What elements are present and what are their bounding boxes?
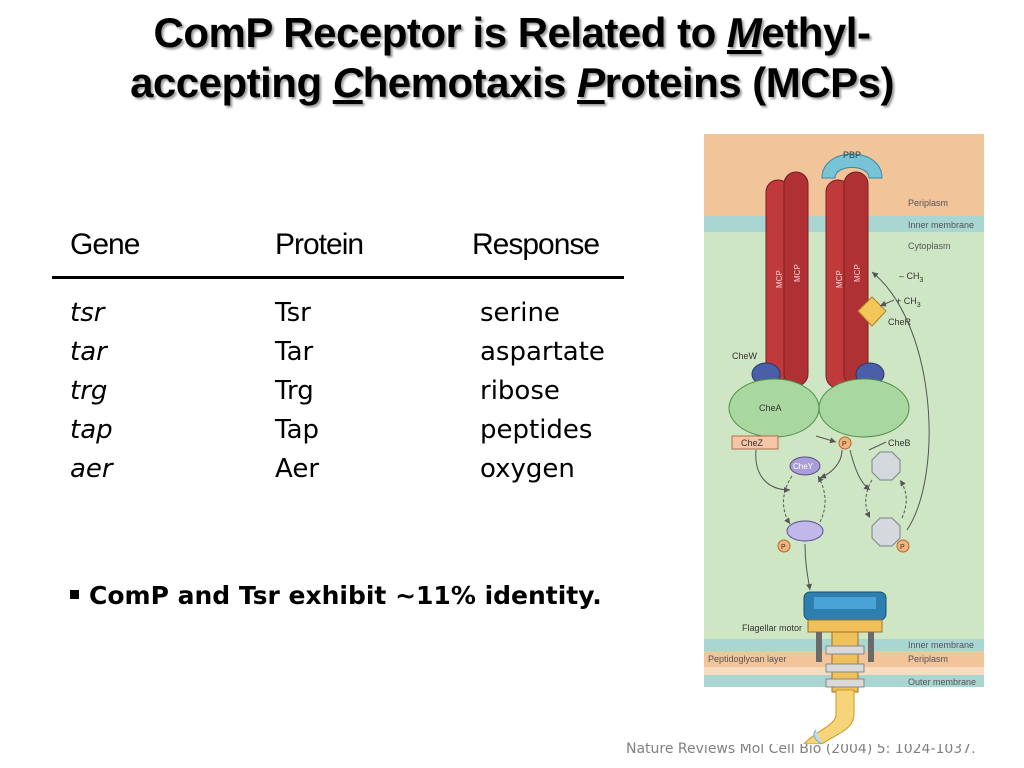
label-chez: CheZ [741, 438, 764, 448]
chey-protein [789, 456, 821, 476]
label-outer-membrane: Outer membrane [908, 677, 976, 687]
label-periplasm: Periplasm [908, 198, 948, 208]
table-header-rule [52, 276, 624, 279]
protein-cell: Trg [275, 376, 314, 406]
response-cell: ribose [480, 376, 560, 406]
phosphate-icon [896, 539, 910, 553]
flagellum-filament [813, 729, 823, 744]
label-chea: CheA [759, 403, 782, 413]
label-cheb: CheB [888, 438, 911, 448]
title-text: ethyl- [761, 9, 871, 56]
protein-cell: Tar [275, 337, 314, 367]
label-phosphate: P [900, 544, 905, 551]
cheb-cycle-arrow [899, 479, 907, 519]
cheb-leader-line [868, 441, 887, 451]
chey-p-protein [786, 520, 824, 542]
title-text: roteins (MCPs) [604, 59, 895, 106]
protein-cell: Aer [275, 454, 320, 484]
citation: Nature Reviews Mol Cell Bio (2004) 5: 10… [626, 741, 976, 757]
label-peptidoglycan: Peptidoglycan layer [708, 654, 787, 664]
chez-arrow [755, 449, 791, 493]
cheb-p-protein [871, 517, 901, 547]
label-mcp: MCP [793, 264, 802, 282]
title-line-2: accepting Chemotaxis Proteins (MCPs) [0, 58, 1024, 108]
label-chew: CheW [732, 351, 758, 361]
phosphate-icon [777, 539, 791, 553]
ms-ring [825, 645, 865, 655]
flagellum-hook [803, 689, 855, 744]
label-cher: CheR [888, 317, 912, 327]
phospho-to-cheb-arrow [849, 449, 871, 491]
label-mcp: MCP [775, 270, 784, 288]
label-periplasm-bottom: Periplasm [908, 654, 948, 664]
label-ch3-plus: + CH3 [896, 296, 921, 309]
p-ring [825, 663, 865, 673]
protein-cell: Tap [275, 415, 320, 445]
methylation-arrow [879, 299, 895, 307]
label-pbp: PBP [843, 150, 861, 160]
label-mcp: MCP [853, 264, 862, 282]
stator-unit [816, 632, 822, 662]
cheb-cycle-arrow [864, 479, 873, 519]
flagellar-motor-ring [814, 597, 876, 609]
gene-cell: aer [70, 454, 113, 484]
title-text: ComP Receptor is Related to [153, 9, 727, 56]
phospho-transfer-arrow [815, 435, 837, 444]
gene-cell: tap [70, 415, 113, 445]
slide-title: ComP Receptor is Related to Methyl- acce… [0, 8, 1024, 108]
chey-cycle-arrow [783, 475, 793, 525]
title-text: accepting [130, 59, 333, 106]
phospho-to-chey-arrow [819, 449, 843, 479]
header-protein: Protein [275, 228, 364, 261]
protein-cell: Tsr [275, 298, 311, 328]
stator-unit [868, 632, 874, 662]
bullet-text: ComP and Tsr exhibit ~11% identity. [89, 581, 602, 610]
gene-cell: tar [70, 337, 107, 367]
label-ch3-minus: – CH3 [899, 271, 924, 284]
demethylation-arrow [871, 271, 930, 531]
pbp-protein [821, 153, 883, 179]
title-text: hemotaxis [362, 59, 578, 106]
bullet-point: ComP and Tsr exhibit ~11% identity. [70, 581, 602, 610]
chemotaxis-pathway-figure: Periplasm Inner membrane Cytoplasm PBP M… [704, 134, 984, 744]
response-cell: peptides [480, 415, 593, 445]
title-initial-m: M [726, 9, 762, 56]
cheb-protein [871, 451, 901, 481]
chea-protein [818, 378, 910, 438]
label-flagellar-motor: Flagellar motor [742, 623, 802, 633]
header-gene: Gene [70, 228, 140, 261]
label-chey: CheY [793, 462, 814, 471]
title-line-1: ComP Receptor is Related to Methyl- [0, 8, 1024, 58]
label-cytoplasm: Cytoplasm [908, 241, 951, 251]
header-response: Response [472, 228, 600, 261]
label-inner-membrane: Inner membrane [908, 220, 974, 230]
gene-cell: tsr [70, 298, 105, 328]
label-mcp: MCP [835, 270, 844, 288]
response-cell: aspartate [480, 337, 605, 367]
gene-cell: trg [70, 376, 108, 406]
chez-protein [731, 435, 779, 450]
bullet-square-icon [70, 590, 79, 599]
chey-to-motor-arrow [804, 543, 812, 591]
title-initial-p: P [577, 59, 605, 106]
flagellar-motor-ring [807, 619, 883, 633]
response-cell: serine [480, 298, 560, 328]
phosphate-icon [838, 436, 852, 450]
l-ring [825, 678, 865, 688]
response-cell: oxygen [480, 454, 575, 484]
title-initial-c: C [332, 59, 363, 106]
label-inner-membrane-bottom: Inner membrane [908, 640, 974, 650]
label-phosphate: P [781, 544, 786, 551]
label-phosphate: P [842, 441, 847, 448]
